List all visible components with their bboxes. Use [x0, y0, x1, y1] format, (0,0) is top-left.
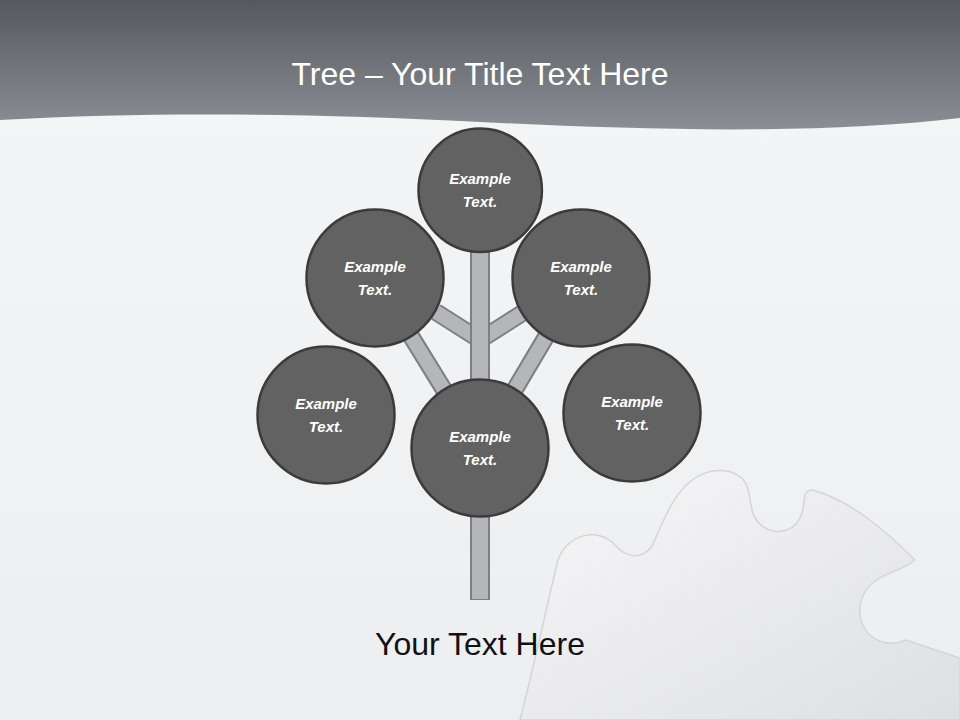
tree-branch: [515, 336, 547, 389]
node-label: Example Text.: [584, 390, 680, 436]
node-label: Example Text.: [432, 425, 528, 471]
tree-circle: Example Text.: [256, 345, 396, 485]
branch-fill: [515, 336, 547, 389]
tree-branch: [411, 336, 445, 390]
node-label: Example Text.: [432, 167, 528, 213]
node-label: Example Text.: [327, 255, 423, 301]
circle-shape: [513, 210, 650, 347]
tree-branch: [479, 251, 480, 380]
slide-title: Tree – Your Title Text Here: [0, 54, 960, 94]
header-band: [0, 0, 960, 129]
tree-circle: Example Text.: [511, 208, 651, 348]
tree-circle: Example Text.: [410, 378, 550, 518]
circle-shape: [412, 380, 549, 517]
circle-outline: [511, 208, 651, 348]
branch-outline: [515, 336, 547, 389]
tree-circle: Example Text.: [562, 343, 702, 483]
branch-outline: [470, 251, 490, 380]
circle-shape: [307, 210, 444, 347]
node-label: Example Text.: [533, 255, 629, 301]
circle-outline: [256, 345, 396, 485]
caption-text: Your Text Here: [0, 624, 960, 664]
branch-fill: [472, 251, 488, 380]
circle-outline: [410, 378, 550, 518]
puzzle-piece: [520, 470, 960, 720]
circle-outline: [417, 127, 543, 253]
tree-circle: Example Text.: [417, 127, 543, 253]
branch-fill: [411, 336, 445, 390]
circle-shape: [258, 347, 395, 484]
circle-outline: [305, 208, 445, 348]
circle-shape: [418, 128, 541, 251]
tree-circle: Example Text.: [305, 208, 445, 348]
circle-outline: [562, 343, 702, 483]
branch-outline: [411, 336, 445, 390]
circle-shape: [564, 345, 701, 482]
node-label: Example Text.: [278, 392, 374, 438]
